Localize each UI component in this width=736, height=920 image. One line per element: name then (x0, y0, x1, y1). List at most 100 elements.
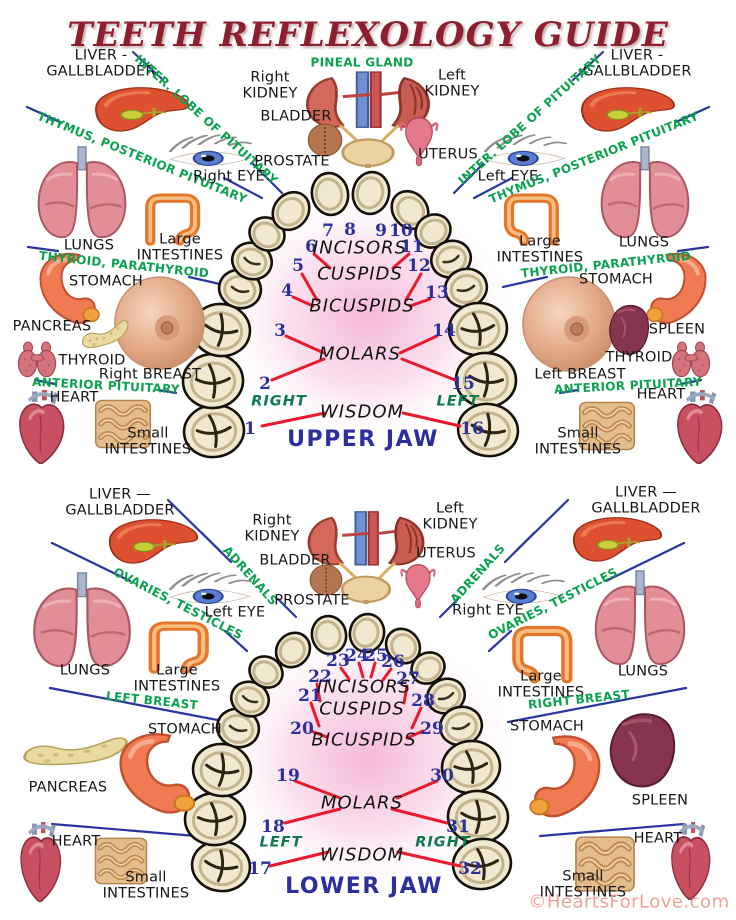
uterus-icon (399, 116, 439, 168)
pointer-line (260, 411, 327, 428)
small-intestine-icon (96, 400, 151, 447)
tooth (440, 739, 502, 795)
thyroid-icon (671, 341, 711, 378)
tooth (215, 707, 261, 749)
connector-line (251, 162, 284, 195)
pancreas-icon (20, 726, 130, 775)
eye-icon (168, 571, 253, 606)
connector-line (604, 541, 686, 583)
connector-line (48, 686, 230, 724)
pointer-line (283, 807, 342, 825)
pointer-line (395, 779, 439, 800)
pointer-line (402, 684, 409, 705)
connector-line (676, 245, 710, 253)
connector-line (571, 50, 605, 82)
tooth (443, 267, 489, 309)
tooth (310, 171, 350, 217)
tooth (274, 631, 312, 669)
tooth (229, 680, 271, 718)
upper-jaw-arch (181, 170, 520, 459)
pointer-line (309, 729, 329, 739)
connector-line (131, 50, 165, 82)
stomach-icon (121, 734, 195, 812)
liver-icon (574, 518, 661, 561)
pointer-line (398, 334, 439, 355)
pointer-line (400, 357, 457, 382)
connector-line (26, 245, 60, 253)
uterus-icon (400, 563, 436, 610)
thyroid-icon (17, 341, 57, 378)
pointer-line (410, 706, 423, 730)
prostate-icon (307, 123, 343, 157)
pointer-line (390, 807, 449, 825)
heart-icon (678, 390, 722, 464)
liver-icon (110, 520, 197, 563)
pointer-line (391, 252, 411, 270)
spleen-icon (608, 304, 650, 356)
eye-icon (168, 133, 253, 168)
pointer-line (408, 297, 432, 308)
large-intestine-icon (518, 631, 567, 678)
connector-line (487, 629, 513, 653)
connector-line (506, 686, 688, 724)
connector-line (558, 388, 580, 395)
small-intestine-icon (95, 838, 146, 883)
connector-line (679, 378, 703, 386)
connector-line (50, 822, 198, 838)
eye-icon (483, 133, 568, 168)
lungs-icon (594, 570, 686, 666)
heart-icon (20, 390, 64, 464)
pointer-line (405, 729, 425, 740)
tooth (310, 614, 348, 656)
connector-line (503, 531, 536, 564)
lungs-icon (37, 146, 127, 239)
connector-line (223, 629, 249, 653)
eye-icon (481, 571, 566, 606)
liver-icon (582, 88, 674, 131)
pointer-line (291, 295, 315, 308)
lungs-icon (32, 572, 132, 668)
prostate-icon (309, 564, 343, 596)
pointer-line (268, 850, 330, 868)
pointer-line (339, 666, 351, 681)
heart-icon (21, 822, 60, 902)
spleen-icon (608, 712, 676, 789)
connector-line (156, 388, 178, 395)
connector-lines (25, 50, 711, 838)
pointer-line (312, 252, 332, 270)
small-intestine-icon (576, 837, 634, 891)
tooth (438, 705, 484, 747)
tooth (456, 402, 520, 458)
connector-line (452, 162, 485, 195)
connector-line (200, 531, 233, 564)
connector-line (50, 541, 132, 583)
lungs-icon (600, 146, 690, 239)
large-intestine-icon (154, 626, 203, 669)
connector-line (222, 176, 264, 200)
tooth (182, 403, 246, 459)
breast-icon (522, 276, 616, 372)
pointer-line (315, 682, 322, 703)
pointer-line (284, 334, 326, 355)
tooth (451, 837, 513, 891)
connector-line (674, 105, 711, 124)
pointer-line (270, 357, 326, 382)
tooth (447, 301, 509, 357)
stomach-icon (40, 254, 98, 323)
pointer-line (300, 272, 319, 302)
tooth (351, 170, 391, 216)
tooth (183, 791, 247, 847)
tooth (348, 612, 386, 654)
lower-jaw-arch (183, 612, 513, 893)
stomach-icon (530, 736, 599, 816)
pointer-lines (260, 252, 462, 868)
tooth (425, 677, 467, 715)
large-intestine-icon (509, 198, 554, 241)
large-intestine-icon (150, 198, 195, 241)
connector-line (538, 822, 686, 838)
pointer-line (401, 411, 462, 428)
connector-line (501, 275, 549, 289)
pointer-line (293, 779, 342, 800)
